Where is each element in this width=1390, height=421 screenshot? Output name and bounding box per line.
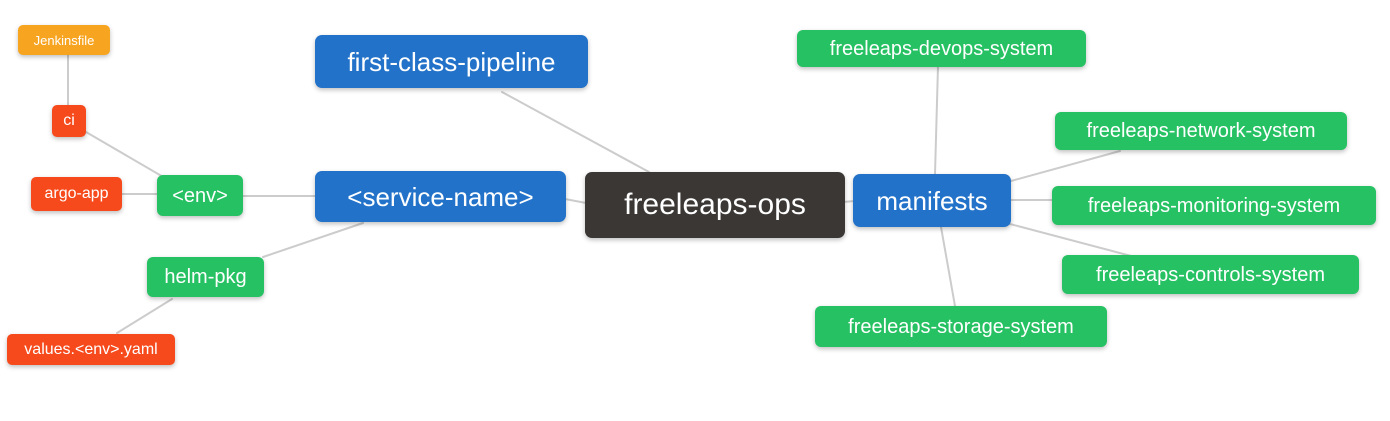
- node-manifests[interactable]: manifests: [853, 174, 1011, 227]
- edge-manifests-controls-system: [1009, 223, 1136, 258]
- edge-service-name-freeleaps-ops: [564, 198, 587, 204]
- node-jenkinsfile[interactable]: Jenkinsfile: [18, 25, 110, 55]
- node-label-storage-system: freeleaps-storage-system: [848, 315, 1074, 338]
- node-values-env-yaml[interactable]: values.<env>.yaml: [7, 334, 175, 365]
- node-devops-system[interactable]: freeleaps-devops-system: [797, 30, 1086, 67]
- edge-manifests-devops-system: [934, 65, 939, 175]
- node-storage-system[interactable]: freeleaps-storage-system: [815, 306, 1107, 347]
- node-label-first-class-pipeline: first-class-pipeline: [347, 46, 556, 77]
- node-network-system[interactable]: freeleaps-network-system: [1055, 112, 1347, 150]
- node-env[interactable]: <env>: [157, 175, 243, 216]
- node-label-devops-system: freeleaps-devops-system: [829, 37, 1054, 60]
- node-label-manifests: manifests: [876, 185, 988, 216]
- node-label-freeleaps-ops: freeleaps-ops: [624, 188, 806, 221]
- edge-values-env-yaml-helm-pkg: [116, 298, 173, 334]
- node-label-helm-pkg: helm-pkg: [164, 266, 247, 288]
- node-label-monitoring-system: freeleaps-monitoring-system: [1087, 194, 1341, 217]
- edge-first-class-pipeline-freeleaps-ops: [501, 91, 650, 173]
- edge-ci-env: [85, 131, 166, 179]
- edge-manifests-storage-system: [940, 226, 956, 307]
- node-label-argo-app: argo-app: [44, 185, 109, 202]
- node-controls-system[interactable]: freeleaps-controls-system: [1062, 255, 1359, 294]
- node-label-values-env-yaml: values.<env>.yaml: [24, 340, 158, 358]
- node-freeleaps-ops[interactable]: freeleaps-ops: [585, 172, 845, 238]
- node-label-jenkinsfile: Jenkinsfile: [33, 32, 95, 48]
- edge-manifests-network-system: [1010, 150, 1121, 182]
- node-helm-pkg[interactable]: helm-pkg: [147, 257, 264, 297]
- node-label-env: <env>: [172, 184, 228, 207]
- edge-helm-pkg-service-name: [262, 222, 364, 258]
- node-ci[interactable]: ci: [52, 105, 86, 137]
- node-service-name[interactable]: <service-name>: [315, 171, 566, 222]
- node-label-ci: ci: [63, 112, 75, 129]
- node-monitoring-system[interactable]: freeleaps-monitoring-system: [1052, 186, 1376, 225]
- node-label-service-name: <service-name>: [347, 181, 534, 212]
- node-label-network-system: freeleaps-network-system: [1086, 120, 1316, 142]
- node-first-class-pipeline[interactable]: first-class-pipeline: [315, 35, 588, 88]
- node-label-controls-system: freeleaps-controls-system: [1096, 263, 1325, 286]
- node-argo-app[interactable]: argo-app: [31, 177, 122, 211]
